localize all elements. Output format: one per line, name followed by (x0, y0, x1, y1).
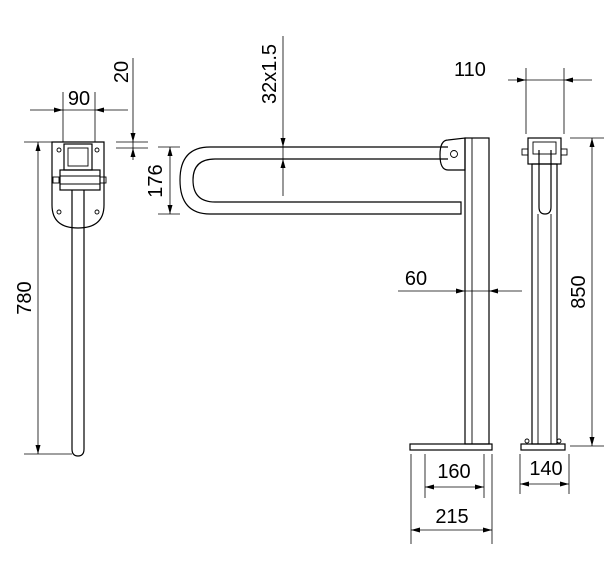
hanging-rail (71, 190, 85, 457)
mounting-hole (56, 209, 62, 215)
front-view: 110 850 140 (454, 59, 604, 494)
dim-front-width: 110 (454, 59, 486, 81)
dim-rail-height: 176 (145, 164, 167, 197)
hinge-inner (67, 147, 89, 167)
dim-front-base: 140 (529, 458, 562, 480)
dim-arrow (35, 445, 41, 454)
front-rail (538, 150, 552, 215)
dim-arrow (280, 159, 286, 168)
dim-arrow (54, 107, 63, 113)
dim-arrow (589, 138, 595, 147)
base-plate (409, 443, 493, 451)
dim-arrow (456, 288, 465, 294)
dim-arrow (589, 437, 595, 446)
dim-bracket-offset: 20 (111, 61, 133, 83)
dim-arrow (489, 288, 498, 294)
dim-tube-spec: 32x1.5 (259, 44, 281, 104)
dim-arrow (130, 133, 136, 142)
dim-total-height: 850 (568, 275, 590, 308)
front-post (531, 163, 558, 445)
dim-arrow (35, 142, 41, 151)
front-bolt (560, 148, 568, 156)
dim-side-length: 780 (14, 281, 36, 314)
hinge-bolt (52, 176, 60, 184)
dim-arrow (167, 205, 173, 214)
left-view: 90 20 780 (14, 58, 148, 457)
dim-arrow (130, 148, 136, 157)
front-base-plate (520, 443, 566, 451)
dim-arrow (520, 481, 529, 487)
front-bolt (521, 148, 529, 156)
hinge-bolt (99, 176, 107, 184)
mounting-hole (94, 147, 100, 153)
mounting-hole (56, 147, 62, 153)
dim-foot-outer: 215 (435, 506, 468, 528)
dim-arrow (95, 107, 104, 113)
dim-arrow (411, 527, 420, 533)
base-bolt (524, 438, 530, 444)
dim-arrow (560, 481, 569, 487)
dim-arrow (167, 147, 173, 156)
u-rail-outer (179, 146, 462, 215)
dim-post-width: 60 (405, 268, 427, 290)
rail-hinge (439, 137, 466, 171)
hinge-clamp (59, 169, 101, 191)
dim-arrow (280, 138, 286, 147)
hinge-pin (450, 150, 458, 158)
dim-arrow (483, 527, 492, 533)
dim-foot-inner: 160 (437, 461, 470, 483)
side-view: 32x1.5 176 60 160 215 (145, 36, 522, 544)
dim-arrow (475, 484, 484, 490)
dim-arrow (425, 484, 434, 490)
base-bolt (556, 438, 562, 444)
dim-arrow (564, 77, 573, 83)
wall-plate (51, 141, 105, 229)
mounting-hole (94, 209, 100, 215)
dim-side-width: 90 (68, 88, 90, 110)
dim-arrow (517, 77, 526, 83)
front-bracket-inner (532, 141, 557, 155)
